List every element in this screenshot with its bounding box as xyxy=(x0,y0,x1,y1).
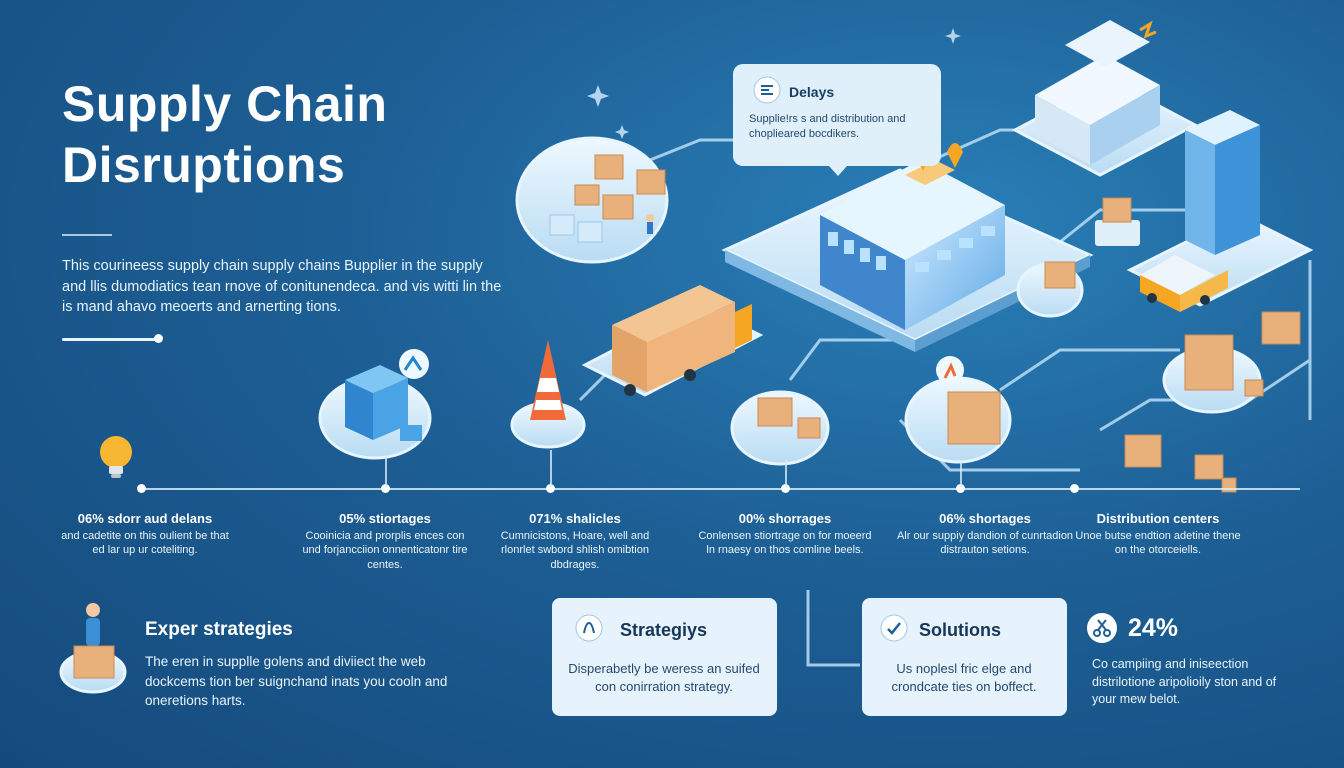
stat-body: Alr our suppiy dandion of cunrtadion dis… xyxy=(896,530,1074,557)
progress-slider-track[interactable] xyxy=(62,338,158,341)
strategies-body: Disperabetly be weress an suifed con con… xyxy=(568,661,760,695)
page-title: Supply Chain Disruptions xyxy=(62,74,482,196)
stat-body: Cooinicia and prorplis ences con und for… xyxy=(302,530,468,571)
strategies-card[interactable]: Strategiys Disperabetly be weress an sui… xyxy=(552,598,777,716)
stat-heading: Distribution centers xyxy=(1096,511,1220,526)
stat-item: 06% shortages Alr our suppiy dandion of … xyxy=(895,511,1075,558)
intro-text: This courineess supply chain supply chai… xyxy=(62,258,502,316)
solutions-title: Solutions xyxy=(919,620,1001,640)
stat-heading: 071% shalicles xyxy=(529,511,621,526)
stat-body: Cumnicistons, Hoare, well and rlonrlet s… xyxy=(500,530,650,571)
stat-body: Unoe butse endtion adetine thene on the … xyxy=(1075,530,1241,557)
callout-title: Delays xyxy=(789,84,835,100)
person-icon xyxy=(73,603,115,679)
lightbulb-icon xyxy=(100,436,132,478)
delays-callout: Delays Supplie!rs s and distribution and… xyxy=(733,64,941,176)
timeline-node[interactable] xyxy=(956,484,965,493)
timeline-connector xyxy=(385,455,387,487)
server-machine xyxy=(345,365,422,441)
traffic-cone-icon xyxy=(530,340,566,420)
stat-item: 06% sdorr aud delans and cadetite on thi… xyxy=(55,511,235,558)
stat-item: 071% shalicles Cumnicistons, Hoare, well… xyxy=(485,511,665,572)
timeline-line xyxy=(140,488,1300,490)
stat-heading: 06% sdorr aud delans xyxy=(77,511,213,526)
expert-body: The eren in supplle golens and diviiect … xyxy=(145,654,448,709)
title-line-1: Supply Chain xyxy=(62,76,388,132)
expert-title: Exper strategies xyxy=(145,619,293,640)
solutions-body: Us noplesl fric elge and crondcate ties … xyxy=(891,661,1037,695)
percent-body: Co campiing and iniseection distrilotion… xyxy=(1092,657,1277,706)
title-line-2: Disruptions xyxy=(62,137,346,193)
strategy-icon xyxy=(575,614,603,642)
strategies-title: Strategiys xyxy=(620,620,708,640)
cargo-boxes xyxy=(549,154,666,243)
checkmark-icon xyxy=(880,614,908,642)
timeline-node[interactable] xyxy=(381,484,390,493)
timeline-connector xyxy=(785,460,787,487)
stat-heading: 06% shortages xyxy=(939,511,1031,526)
callout-body: Supplie!rs s and distribution and chopli… xyxy=(749,113,906,140)
stat-body: Conlensen stiortrage on for moeerd ln rn… xyxy=(698,530,872,557)
stat-item: 00% shorrages Conlensen stiortrage on fo… xyxy=(695,511,875,558)
cargo-truck xyxy=(612,285,752,396)
timeline-node[interactable] xyxy=(781,484,790,493)
solutions-card[interactable]: Solutions Us noplesl fric elge and crond… xyxy=(862,598,1067,716)
stat-item: 05% stiortages Cooinicia and prorplis en… xyxy=(295,511,475,572)
timeline-node[interactable] xyxy=(1070,484,1079,493)
stat-body: and cadetite on this oulient be that ed … xyxy=(61,530,229,557)
timeline-connector xyxy=(960,460,962,487)
stat-heading: 05% stiortages xyxy=(339,511,431,526)
delivery-truck-right xyxy=(1140,255,1228,312)
tower-building xyxy=(1185,110,1260,255)
stat-heading: 00% shorrages xyxy=(738,511,832,526)
office-building xyxy=(1035,20,1160,165)
timeline-connector xyxy=(550,450,552,487)
percent-title: 24% xyxy=(1128,614,1179,642)
delays-icon xyxy=(753,76,781,104)
timeline-node[interactable] xyxy=(137,484,146,493)
scissors-icon xyxy=(1087,613,1117,643)
warehouse-building xyxy=(820,160,1005,330)
stat-item: Distribution centers Unoe butse endtion … xyxy=(1068,511,1248,558)
title-divider xyxy=(62,234,112,236)
progress-slider-handle[interactable] xyxy=(154,334,163,343)
timeline-node[interactable] xyxy=(546,484,555,493)
